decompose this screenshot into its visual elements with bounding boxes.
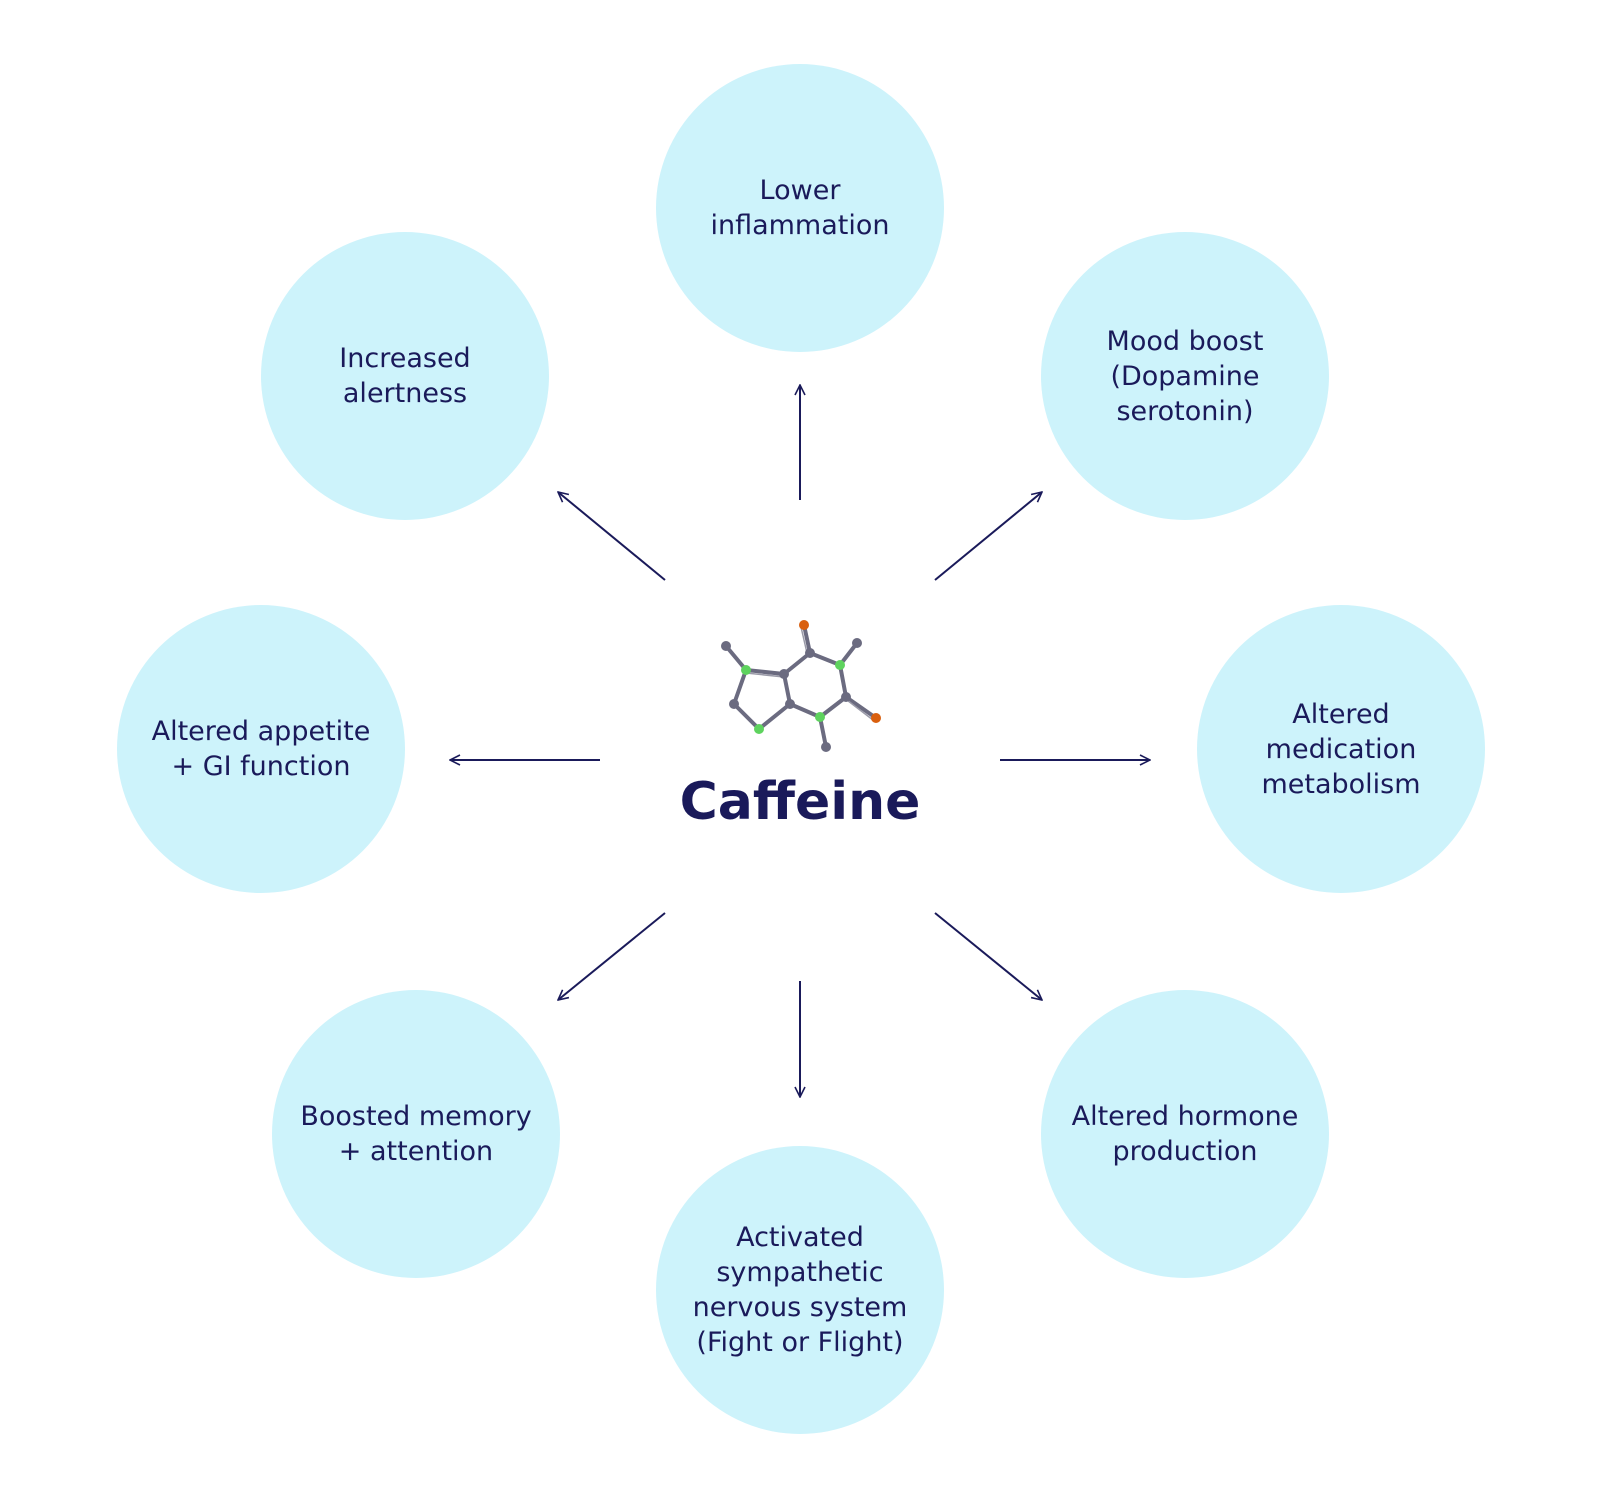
effect-label-line: serotonin) — [1116, 395, 1254, 427]
effect-circle-altered-hormone-production: Altered hormone production — [1041, 990, 1329, 1278]
effect-label-line: production — [1112, 1136, 1258, 1167]
effect-label: Altered appetite + GI function — [140, 714, 383, 784]
effect-label: Altered medication metabolism — [1249, 697, 1432, 802]
arrow-to-altered-hormone-production — [934, 912, 1042, 1000]
effect-label-line: (Dopamine — [1110, 360, 1260, 392]
arrow-to-increased-alertness — [558, 492, 666, 581]
center-title: Caffeine — [679, 772, 921, 832]
effect-label: Boosted memory + attention — [288, 1099, 543, 1169]
effect-circle-altered-appetite-gi-function: Altered appetite + GI function — [117, 605, 405, 893]
effect-circle-activated-sympathetic-nervous-system: Activated sympathetic nervous system (Fi… — [656, 1146, 944, 1434]
effect-label-line: sympathetic — [716, 1257, 884, 1288]
effect-label-line: + attention — [338, 1136, 494, 1167]
effect-label-line: (Fight or Flight) — [696, 1327, 904, 1358]
arrow-to-mood-boost — [934, 492, 1042, 581]
effect-label-line: nervous system — [692, 1292, 908, 1323]
effect-circle-mood-boost: Mood boost (Dopamine serotonin) — [1041, 232, 1329, 520]
effect-label-line: Altered hormone — [1071, 1101, 1299, 1132]
effect-label-line: inflammation — [710, 210, 890, 241]
effect-label: Lower inflammation — [698, 173, 901, 243]
effect-label-line: alertness — [342, 378, 468, 409]
arrow-to-boosted-memory-attention — [558, 912, 666, 1000]
effect-label-line: metabolism — [1261, 768, 1421, 800]
effect-label-line: Boosted memory — [300, 1101, 532, 1132]
effect-circle-boosted-memory-attention: Boosted memory + attention — [272, 990, 560, 1278]
effect-label-line: Lower — [759, 175, 841, 206]
effect-label: Increased alertness — [327, 341, 482, 411]
effect-circle-increased-alertness: Increased alertness — [261, 232, 549, 520]
effect-label-line: Mood boost — [1106, 325, 1264, 357]
effect-circle-altered-medication-metabolism: Altered medication metabolism — [1197, 605, 1485, 893]
effect-label: Mood boost (Dopamine serotonin) — [1095, 324, 1276, 429]
effect-label-line: medication — [1265, 733, 1417, 765]
effect-label: Activated sympathetic nervous system (Fi… — [681, 1220, 920, 1360]
effect-label: Altered hormone production — [1060, 1099, 1311, 1169]
effect-circle-lower-inflammation: Lower inflammation — [656, 64, 944, 352]
effect-label-line: + GI function — [171, 751, 351, 782]
effect-label-line: Increased — [339, 343, 471, 374]
effect-label-line: Altered appetite — [151, 716, 371, 747]
effect-label-line: Activated — [736, 1222, 864, 1253]
effect-label-line: Altered — [1292, 698, 1390, 730]
